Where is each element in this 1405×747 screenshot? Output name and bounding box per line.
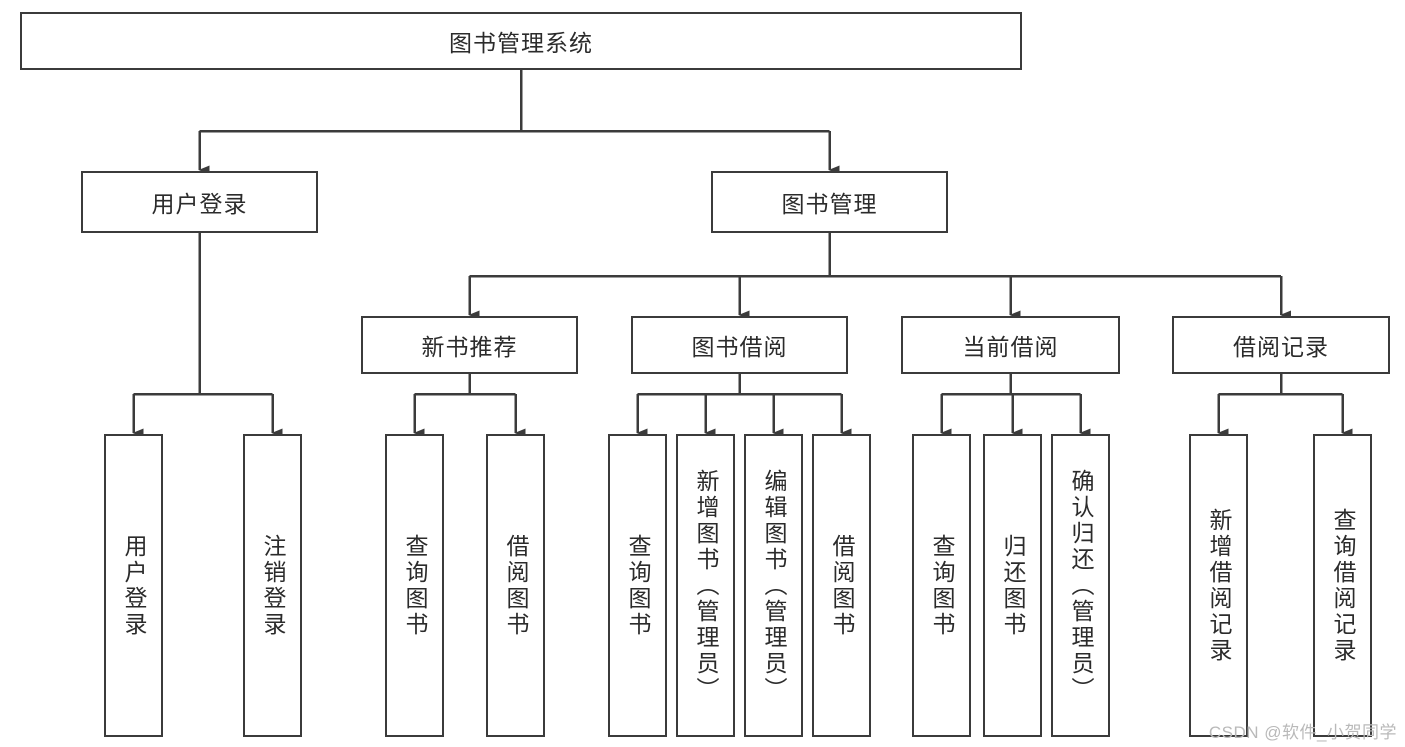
node-label: 注销登录 <box>260 533 286 638</box>
node-label: 新增图书（管理员） <box>693 468 719 703</box>
node-label: 新书推荐 <box>421 334 518 360</box>
leaf-borrow-book[interactable]: 借阅图书 <box>812 434 871 737</box>
node-user-login[interactable]: 用户登录 <box>81 171 318 233</box>
node-label: 查询借阅记录 <box>1330 507 1356 664</box>
leaf-add-borrow-record[interactable]: 新增借阅记录 <box>1189 434 1248 737</box>
node-book-borrow[interactable]: 图书借阅 <box>631 316 848 374</box>
node-borrow-record[interactable]: 借阅记录 <box>1172 316 1390 374</box>
node-label: 归还图书 <box>1000 533 1026 638</box>
node-new-book-recommend[interactable]: 新书推荐 <box>361 316 578 374</box>
leaf-query-book-current[interactable]: 查询图书 <box>912 434 971 737</box>
node-label: 图书管理 <box>781 191 878 217</box>
node-label: 用户登录 <box>151 191 248 217</box>
node-label: 新增借阅记录 <box>1206 507 1232 664</box>
leaf-confirm-return-admin[interactable]: 确认归还（管理员） <box>1051 434 1110 737</box>
edges-group <box>132 70 1353 438</box>
node-label: 确认归还（管理员） <box>1068 468 1094 703</box>
node-book-management[interactable]: 图书管理 <box>711 171 948 233</box>
leaf-edit-book-admin[interactable]: 编辑图书（管理员） <box>744 434 803 737</box>
node-label: 借阅记录 <box>1233 334 1329 360</box>
node-label: 用户登录 <box>121 533 147 638</box>
node-label: 编辑图书（管理员） <box>761 468 787 703</box>
leaf-user-logout[interactable]: 注销登录 <box>243 434 302 737</box>
node-label: 查询图书 <box>625 533 651 638</box>
node-label: 当前借阅 <box>962 334 1059 360</box>
watermark-text: CSDN @软件_小贺同学 <box>1208 723 1397 742</box>
node-root-system[interactable]: 图书管理系统 <box>20 12 1022 70</box>
leaf-borrow-book-recommend[interactable]: 借阅图书 <box>486 434 545 737</box>
leaf-query-book[interactable]: 查询图书 <box>608 434 667 737</box>
node-label: 图书借阅 <box>691 334 788 360</box>
leaf-query-borrow-record[interactable]: 查询借阅记录 <box>1313 434 1372 737</box>
leaf-query-book-recommend[interactable]: 查询图书 <box>385 434 444 737</box>
node-current-borrow[interactable]: 当前借阅 <box>901 316 1120 374</box>
node-label: 查询图书 <box>402 533 428 638</box>
leaf-user-login[interactable]: 用户登录 <box>104 434 163 737</box>
node-label: 图书管理系统 <box>449 30 593 56</box>
node-label: 借阅图书 <box>503 533 529 638</box>
leaf-add-book-admin[interactable]: 新增图书（管理员） <box>676 434 735 737</box>
leaf-return-book[interactable]: 归还图书 <box>983 434 1042 737</box>
node-label: 查询图书 <box>929 533 955 638</box>
node-label: 借阅图书 <box>829 533 855 638</box>
